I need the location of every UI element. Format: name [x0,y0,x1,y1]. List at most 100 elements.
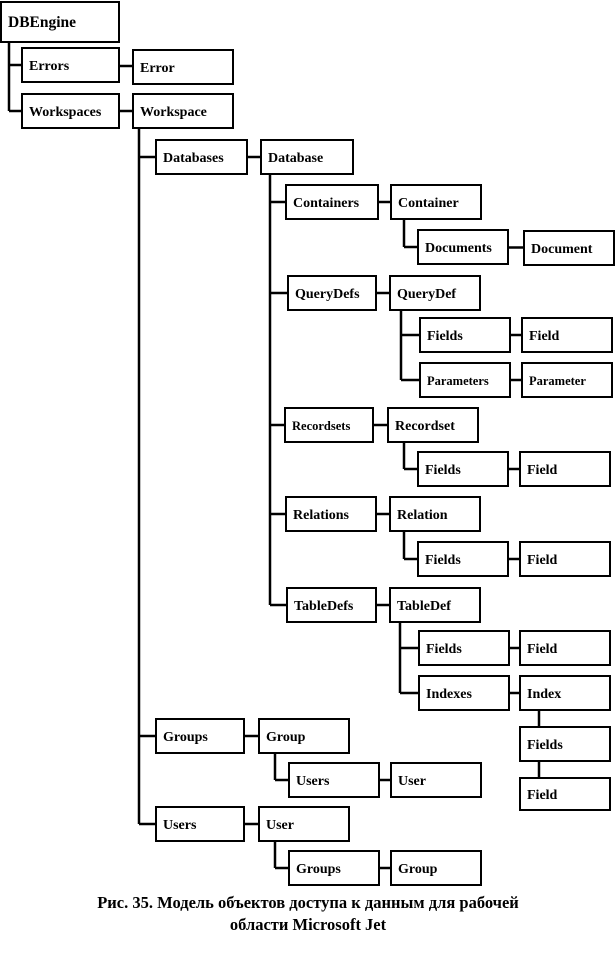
node-label-documents: Documents [425,241,492,256]
node-label-td-indexes: Indexes [426,687,472,702]
node-box-td-index [519,675,611,711]
node-dbengine: DBEngine [0,1,120,43]
node-td-indexes: Indexes [418,675,510,711]
node-box-querydef [389,275,481,311]
node-label-recordsets: Recordsets [292,419,350,433]
figure-caption: Рис. 35. Модель объектов доступа к данны… [0,892,616,936]
node-box-dbengine [0,1,120,43]
node-recordset: Recordset [387,407,479,443]
node-label-qd-fields: Fields [427,329,463,344]
node-box-td-field [519,630,611,666]
node-box-container [390,184,482,220]
node-containers: Containers [285,184,379,220]
node-label-databases: Databases [163,151,224,166]
node-label-dbengine: DBEngine [8,14,76,31]
node-idx-fields: Fields [519,726,611,762]
node-document: Document [523,230,615,266]
node-box-td-indexes [418,675,510,711]
node-box-group [258,718,350,754]
node-relations: Relations [285,496,377,532]
node-group: Group [258,718,350,754]
node-qd-fields: Fields [419,317,511,353]
node-box-errors [21,47,120,83]
node-box-qd-field [521,317,613,353]
node-box-tabledefs [286,587,377,623]
node-label-td-fields: Fields [426,642,462,657]
caption-line-1: Рис. 35. Модель объектов доступа к данны… [97,893,519,912]
node-g-user: User [390,762,482,798]
node-box-rel-field [519,541,611,577]
node-label-qd-parameters: Parameters [427,374,489,388]
node-label-workspace: Workspace [140,105,207,120]
node-label-rs-fields: Fields [425,463,461,478]
node-box-rs-field [519,451,611,487]
node-label-users: Users [163,818,197,833]
node-label-recordset: Recordset [395,419,455,434]
node-qd-field: Field [521,317,613,353]
node-label-database: Database [268,151,323,166]
node-documents: Documents [417,229,509,265]
node-box-documents [417,229,509,265]
node-box-document [523,230,615,266]
node-label-td-field: Field [527,642,558,657]
node-label-groups: Groups [163,730,208,745]
node-label-rel-field: Field [527,553,558,568]
node-label-u-groups: Groups [296,862,341,877]
node-box-qd-fields [419,317,511,353]
node-label-td-index: Index [527,687,561,702]
node-qd-parameter: Parameter [521,362,613,398]
node-rel-fields: Fields [417,541,509,577]
node-rs-field: Field [519,451,611,487]
node-label-idx-field: Field [527,788,558,803]
node-td-fields: Fields [418,630,510,666]
node-box-qd-parameters [419,362,511,398]
node-label-document: Document [531,242,593,257]
node-label-containers: Containers [293,196,360,211]
node-box-idx-field [519,777,611,811]
node-box-relations [285,496,377,532]
node-user: User [258,806,350,842]
node-box-containers [285,184,379,220]
node-label-relations: Relations [293,508,350,523]
node-label-querydefs: QueryDefs [295,287,360,302]
node-workspaces: Workspaces [21,93,120,129]
node-querydef: QueryDef [389,275,481,311]
node-box-g-users [288,762,380,798]
node-box-workspace [132,93,234,129]
node-box-u-groups [288,850,380,886]
node-label-u-group: Group [398,862,438,877]
connector-lines [7,42,541,870]
node-label-errors: Errors [29,59,70,74]
node-u-group: Group [390,850,482,886]
node-database: Database [260,139,354,175]
node-box-groups [155,718,245,754]
node-idx-field: Field [519,777,611,811]
node-box-qd-parameter [521,362,613,398]
node-box-database [260,139,354,175]
node-label-rs-field: Field [527,463,558,478]
node-box-recordset [387,407,479,443]
node-box-tabledef [389,587,481,623]
node-databases: Databases [155,139,248,175]
node-label-g-user: User [398,774,426,789]
node-container: Container [390,184,482,220]
node-td-index: Index [519,675,611,711]
node-label-container: Container [398,196,459,211]
node-tabledefs: TableDefs [286,587,377,623]
node-groups: Groups [155,718,245,754]
node-label-qd-field: Field [529,329,560,344]
node-label-tabledefs: TableDefs [294,599,354,614]
node-g-users: Users [288,762,380,798]
node-box-relation [389,496,481,532]
node-label-relation: Relation [397,508,448,523]
node-label-g-users: Users [296,774,330,789]
node-box-recordsets [284,407,374,443]
node-label-group: Group [266,730,306,745]
node-box-querydefs [287,275,377,311]
node-tabledef: TableDef [389,587,481,623]
node-box-u-group [390,850,482,886]
node-label-querydef: QueryDef [397,287,456,302]
node-rs-fields: Fields [417,451,509,487]
